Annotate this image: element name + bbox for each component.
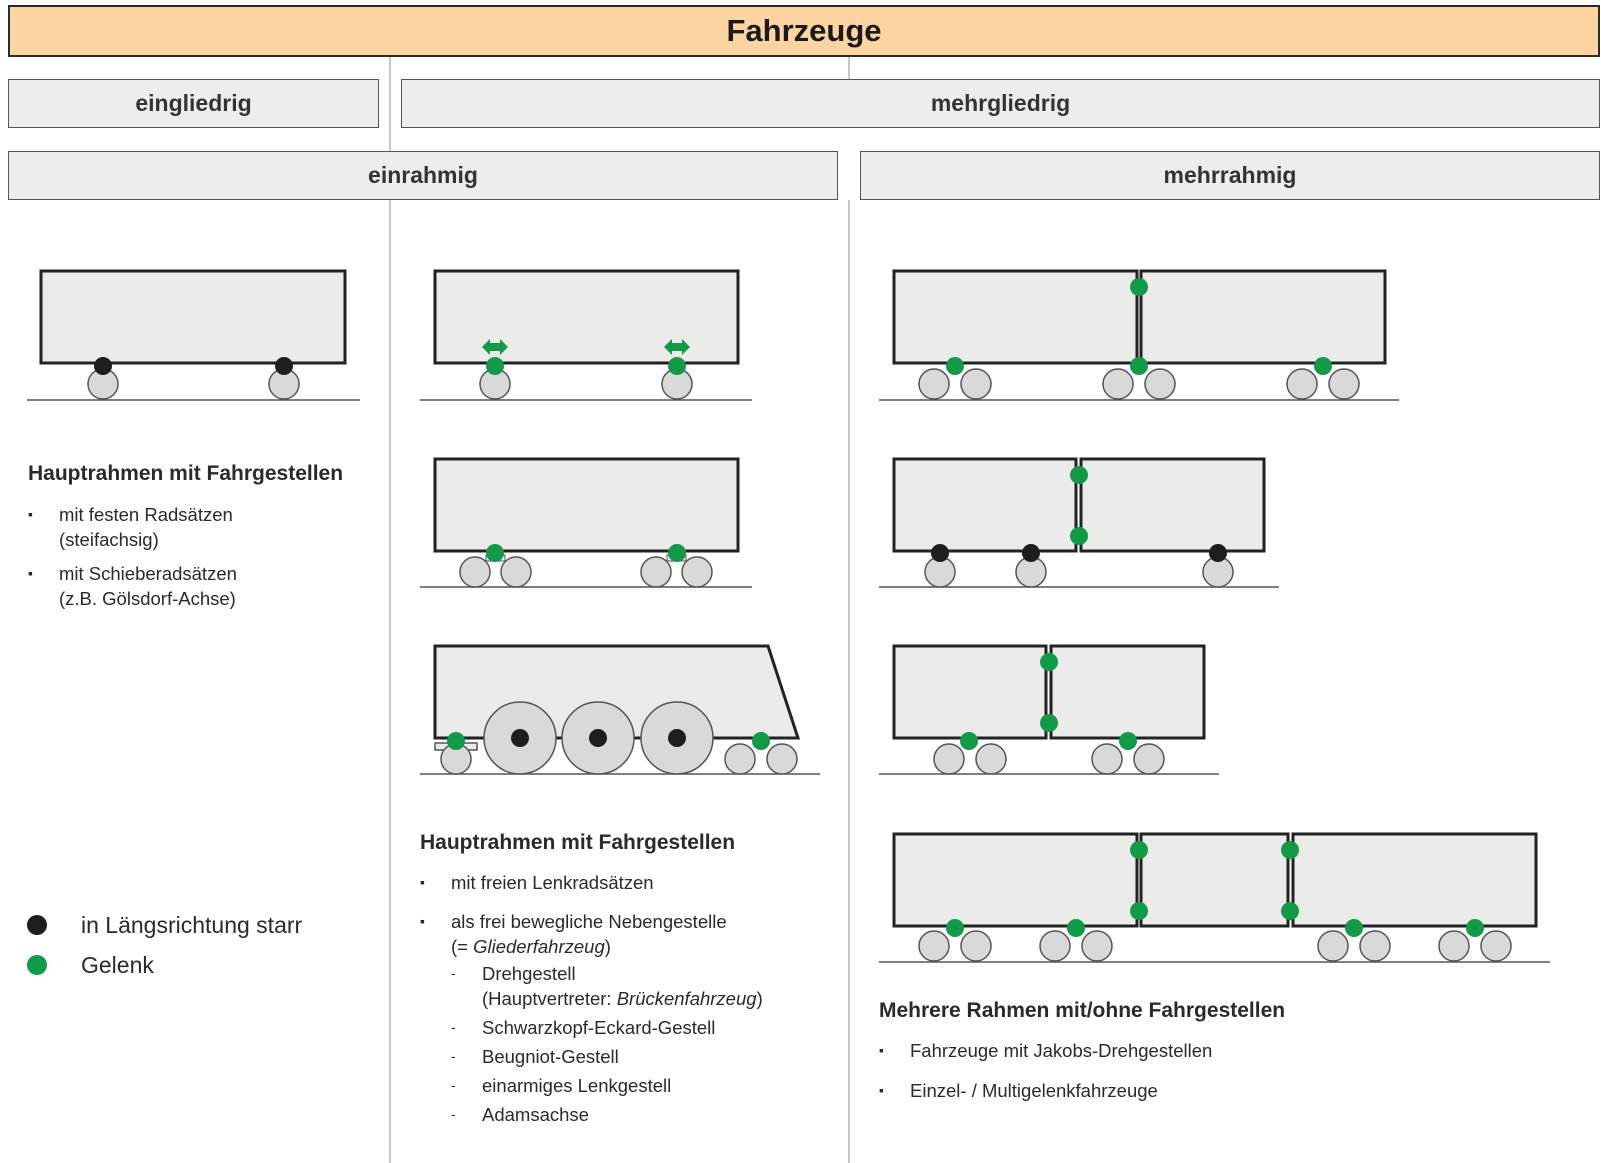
legend: in Längsrichtung starr Gelenk	[25, 905, 302, 985]
list-item-text: als frei bewegliche Nebengestelle	[451, 911, 727, 932]
column1-heading: Hauptrahmen mit Fahrgestellen	[28, 462, 344, 485]
list-item-text: mit freien Lenkradsätzen	[451, 872, 654, 893]
sub-list-item: -Beugniot-Gestell	[451, 1046, 619, 1067]
list-item-text: einarmiges Lenkgestell	[482, 1075, 672, 1096]
list-item: ▪mit festen Radsätzen (steifachsig)	[28, 504, 233, 550]
list-item-italic: Gliederfahrzeug	[473, 936, 605, 957]
list-item: ▪mit Schieberadsätzen (z.B. Gölsdorf-Ach…	[28, 563, 237, 609]
sub-list-item: -Schwarzkopf-Eckard-Gestell	[451, 1017, 716, 1038]
list-item: ▪mit freien Lenkradsätzen	[420, 872, 654, 893]
joint-dot-icon	[27, 955, 47, 975]
category-mehrrahmig: mehrrahmig	[860, 151, 1600, 200]
list-item-text: Beugniot-Gestell	[482, 1046, 619, 1067]
category-label: einrahmig	[368, 162, 478, 188]
category-label: eingliedrig	[135, 90, 252, 116]
column3-list: ▪Fahrzeuge mit Jakobs-Drehgestellen ▪Ein…	[879, 1038, 1479, 1112]
list-item-text: Einzel- / Multigelenkfahrzeuge	[910, 1080, 1158, 1101]
divider-right	[848, 57, 850, 79]
steering-wheelset-diagram	[420, 269, 752, 401]
articulated-rigid-diagram	[879, 457, 1279, 588]
locomotive-diagram	[420, 644, 820, 775]
articulated-bogie-diagram	[879, 644, 1219, 775]
title-banner: Fahrzeuge	[8, 5, 1600, 57]
list-item-text: Schwarzkopf-Eckard-Gestell	[482, 1017, 716, 1038]
column2-list: ▪mit freien Lenkradsätzen ▪als frei bewe…	[420, 870, 840, 1131]
list-item-text: mit Schieberadsätzen (z.B. Gölsdorf-Achs…	[59, 563, 237, 609]
list-item-italic: Brückenfahrzeug	[616, 988, 757, 1009]
column1-list: ▪mit festen Radsätzen (steifachsig) ▪mit…	[28, 502, 368, 620]
legend-label: Gelenk	[81, 951, 154, 978]
sub-list-item: -einarmiges Lenkgestell	[451, 1075, 672, 1096]
list-item-text: Drehgestell	[482, 963, 576, 984]
sub-list-item: -Drehgestell(Hauptvertreter: Brückenfahr…	[451, 963, 763, 1009]
legend-label: in Längsrichtung starr	[81, 911, 303, 938]
list-item-text: Adamsachse	[482, 1104, 589, 1125]
sub-list-item: -Adamsachse	[451, 1104, 589, 1125]
list-item-text: (Hauptvertreter:	[482, 988, 617, 1009]
list-item: ▪als frei bewegliche Nebengestelle(= Gli…	[420, 911, 727, 957]
divider-left	[389, 57, 391, 1163]
category-eingliedrig: eingliedrig	[8, 79, 379, 128]
legend-item-joint: Gelenk	[25, 945, 302, 985]
list-item-text: mit festen Radsätzen (steifachsig)	[59, 504, 233, 550]
category-einrahmig: einrahmig	[8, 151, 838, 200]
list-item-text: Fahrzeuge mit Jakobs-Drehgestellen	[910, 1040, 1213, 1061]
list-item: ▪Einzel- / Multigelenkfahrzeuge	[879, 1080, 1158, 1101]
legend-item-rigid: in Längsrichtung starr	[25, 905, 302, 945]
rigid-vehicle-diagram	[27, 269, 360, 401]
page-title: Fahrzeuge	[726, 13, 882, 48]
multi-articulated-diagram	[879, 832, 1550, 963]
list-item-text: (=	[451, 936, 474, 957]
list-item-text: )	[604, 936, 611, 957]
category-label: mehrrahmig	[1163, 162, 1297, 188]
divider-right-lower	[848, 200, 850, 1163]
column2-heading: Hauptrahmen mit Fahrgestellen	[420, 831, 736, 854]
list-item: ▪Fahrzeuge mit Jakobs-Drehgestellen	[879, 1040, 1213, 1061]
list-item-text: )	[756, 988, 763, 1009]
column3-heading: Mehrere Rahmen mit/ohne Fahrgestellen	[879, 999, 1286, 1022]
category-mehrgliedrig: mehrgliedrig	[401, 79, 1600, 128]
jakobs-two-car-diagram	[879, 269, 1399, 401]
bogie-vehicle-diagram	[420, 457, 752, 588]
rigid-dot-icon	[27, 915, 47, 935]
category-label: mehrgliedrig	[930, 90, 1071, 116]
